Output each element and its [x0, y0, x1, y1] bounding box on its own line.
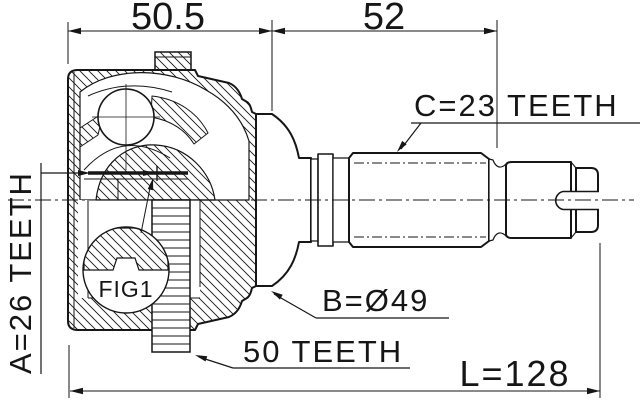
fig1-leader	[140, 182, 152, 234]
arrowhead	[147, 178, 154, 191]
b-diameter-leader	[273, 293, 449, 319]
arrowhead	[195, 355, 208, 362]
arrowhead	[70, 387, 83, 395]
c-teeth-label: C=23 TEETH	[414, 88, 619, 123]
label-outer-diameter: B=Ø49	[271, 283, 449, 319]
dimension-L-128: L=128	[68, 243, 601, 398]
dim-50-5-label: 50.5	[131, 0, 205, 38]
fig1-label: FIG1	[98, 276, 153, 302]
arrowhead	[484, 27, 497, 35]
inner-spline-bore	[78, 166, 188, 200]
label-abs-teeth: 50 TEETH	[195, 334, 410, 369]
fig1-detail-circle: FIG1	[82, 178, 170, 314]
dim-52-label: 52	[363, 0, 405, 38]
dim-length-label: L=128	[459, 353, 570, 394]
a-teeth-label: A=26 TEETH	[3, 171, 38, 374]
cage-section-right	[150, 95, 209, 145]
ball-crosshair	[92, 84, 160, 170]
race-groove-arcs	[83, 85, 173, 171]
arrowhead	[259, 27, 272, 35]
abs-teeth-rungs	[152, 207, 190, 345]
arrowhead	[587, 387, 600, 395]
abs-teeth-label: 50 TEETH	[243, 334, 403, 369]
abs-ring-section-top	[154, 51, 192, 71]
arrowhead	[68, 27, 81, 35]
dimension-50-5: 50.5	[67, 0, 273, 111]
a-teeth-leader	[40, 163, 79, 374]
arrowhead	[143, 170, 155, 176]
arrowhead	[78, 170, 90, 176]
b-diameter-label: B=Ø49	[322, 283, 429, 318]
spline-pitch-lines	[354, 162, 486, 238]
arrowhead	[397, 140, 407, 152]
extension-lines	[67, 20, 273, 111]
dimension-52: 52	[272, 0, 498, 148]
label-outer-spline: C=23 TEETH	[397, 88, 640, 152]
label-inner-spline: A=26 TEETH	[3, 163, 79, 374]
arrowhead	[271, 291, 283, 300]
extension-lines	[68, 243, 601, 398]
cage-section-left	[79, 112, 104, 148]
ball-bearing	[92, 84, 160, 170]
arrowhead	[272, 27, 285, 35]
